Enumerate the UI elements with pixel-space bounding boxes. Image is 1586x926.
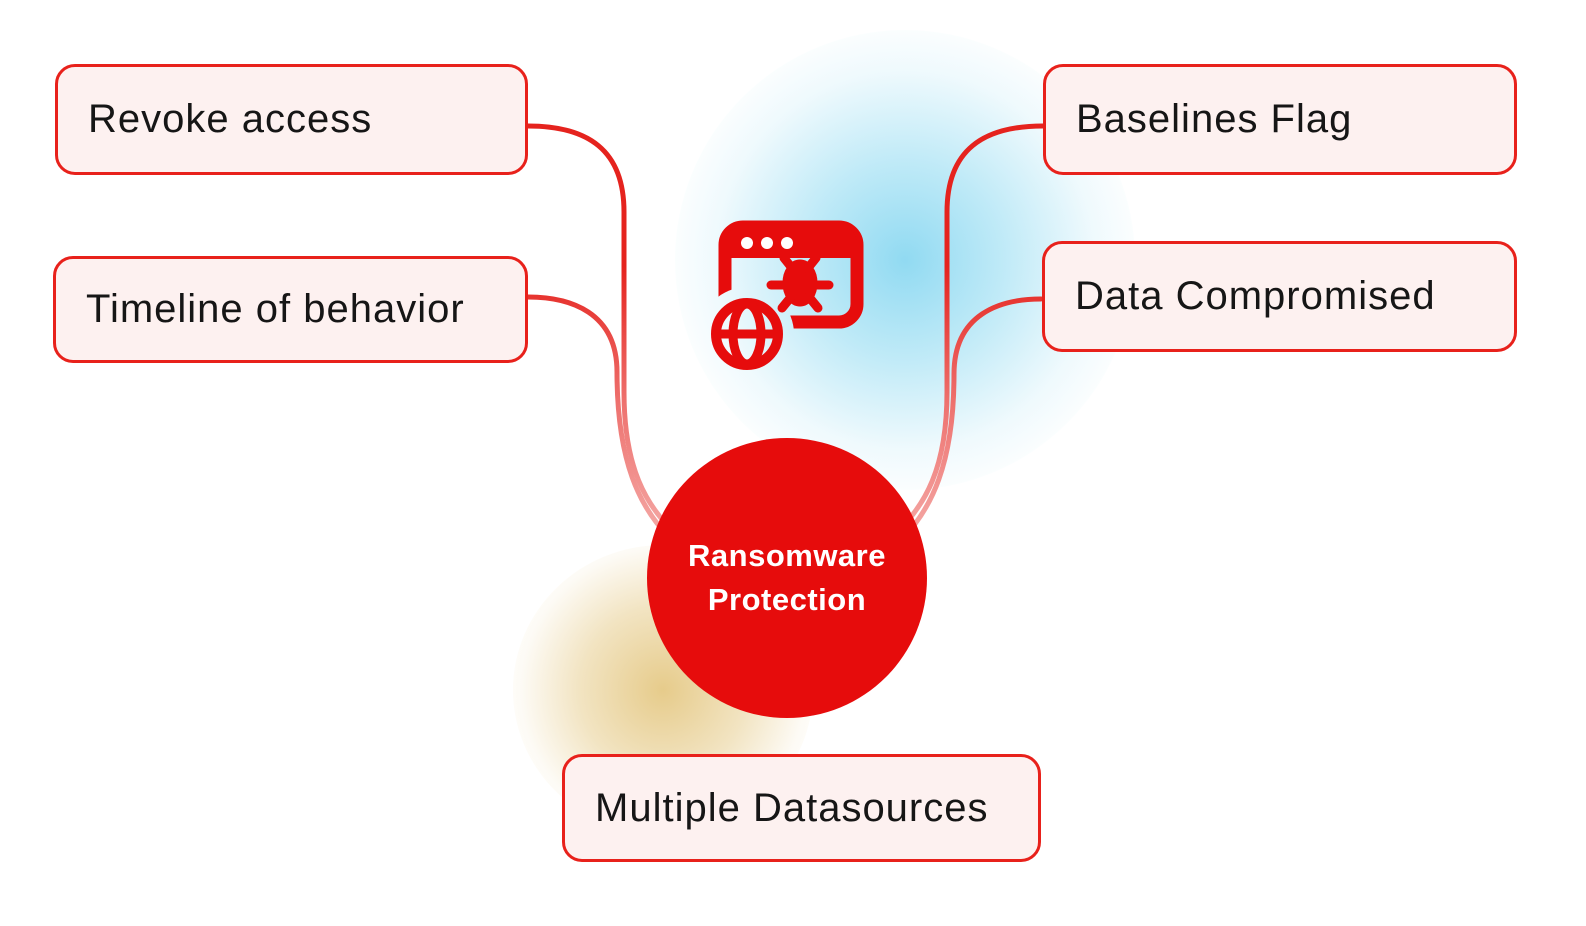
node-label: Timeline of behavior xyxy=(86,287,465,331)
connector-revoke-access xyxy=(525,123,679,537)
window-dot-icon xyxy=(781,237,793,249)
window-dot-icon xyxy=(741,237,753,249)
bug-icon xyxy=(766,253,834,313)
node-timeline-of-behavior: Timeline of behavior xyxy=(53,256,528,363)
connector-baselines-flag xyxy=(892,123,1046,537)
node-label: Baselines Flag xyxy=(1076,97,1353,141)
node-revoke-access: Revoke access xyxy=(55,64,528,175)
node-label: Revoke access xyxy=(88,97,373,141)
browser-header-icon xyxy=(725,227,857,258)
globe-icon xyxy=(711,298,783,370)
node-data-compromised: Data Compromised xyxy=(1042,241,1517,352)
connector-timeline-of-behavior xyxy=(525,294,673,541)
node-label: Data Compromised xyxy=(1075,274,1436,318)
central-node-label: Ransomware Protection xyxy=(688,537,886,617)
browser-bug-globe-icon xyxy=(711,220,864,370)
node-multiple-datasources: Multiple Datasources xyxy=(562,754,1041,862)
node-baselines-flag: Baselines Flag xyxy=(1043,64,1517,175)
central-node-ransomware-protection: Ransomware Protection xyxy=(647,438,927,718)
window-dot-icon xyxy=(761,237,773,249)
connector-data-compromised xyxy=(898,296,1044,543)
node-label: Multiple Datasources xyxy=(595,785,989,830)
